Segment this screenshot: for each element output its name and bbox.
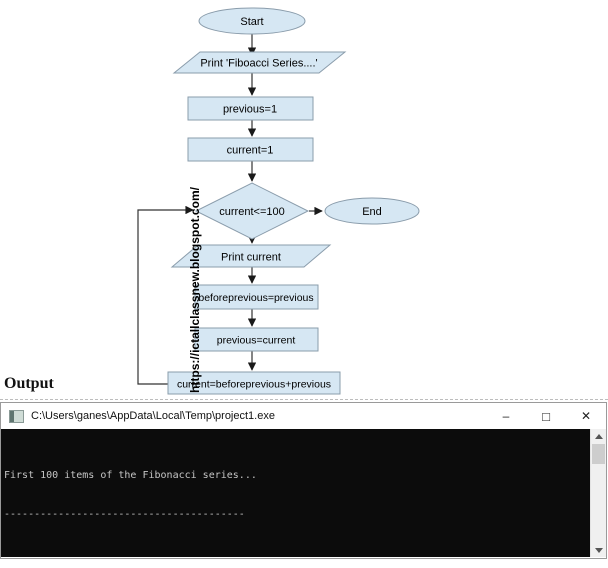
prevupdate-label: previous=current — [217, 335, 296, 347]
print-series-label: Print 'Fiboacci Series....' — [200, 58, 317, 70]
console-separator-line: ---------------------------------------- — [4, 509, 245, 520]
current-init-process — [187, 137, 314, 162]
prevupdate-process — [194, 327, 319, 352]
flow-shapes — [167, 7, 420, 395]
currupdate-process — [167, 371, 341, 395]
decision-diamond — [194, 182, 310, 240]
current-init-label: current=1 — [227, 145, 274, 157]
console-heading-line: First 100 items of the Fibonacci series.… — [4, 470, 257, 481]
close-button[interactable]: ✕ — [580, 409, 592, 423]
decision-label: current<=100 — [219, 206, 284, 218]
window-controls: – □ ✕ — [486, 403, 606, 429]
watermark-url: https://ictallclassnew.blogspot.com/ — [190, 186, 202, 393]
scroll-up-icon[interactable] — [591, 429, 606, 443]
print-current-label: Print current — [221, 252, 281, 264]
flow-labels: Start Print 'Fiboacci Series....' previo… — [177, 16, 382, 391]
previous-init-process — [187, 96, 314, 121]
console-window: C:\Users\ganes\AppData\Local\Temp\projec… — [0, 402, 607, 559]
beforeprev-process — [194, 284, 319, 310]
start-label: Start — [240, 16, 263, 28]
console-title-bar: C:\Users\ganes\AppData\Local\Temp\projec… — [1, 403, 606, 429]
start-terminator — [198, 7, 306, 35]
loop-back-connector — [137, 205, 194, 385]
output-heading: Output — [4, 375, 54, 392]
flowchart-diagram: Start Print 'Fiboacci Series....' previo… — [137, 7, 420, 395]
console-title-text: C:\Users\ganes\AppData\Local\Temp\projec… — [31, 410, 275, 422]
maximize-button[interactable]: □ — [542, 408, 550, 424]
end-label: End — [362, 206, 382, 218]
flow-connectors — [137, 34, 323, 385]
console-scrollbar[interactable] — [590, 429, 606, 557]
currupdate-label: current=beforeprevious+previous — [177, 379, 331, 391]
console-output-text: First 100 items of the Fibonacci series.… — [1, 429, 590, 557]
previous-init-label: previous=1 — [223, 104, 277, 116]
scroll-down-icon[interactable] — [591, 543, 606, 557]
beforeprev-label: beforeprevious=previous — [198, 292, 313, 304]
dashed-separator — [0, 399, 608, 400]
console-app-icon — [9, 409, 24, 423]
print-series-io — [172, 51, 347, 74]
minimize-button[interactable]: – — [502, 409, 510, 423]
scrollbar-thumb[interactable] — [592, 444, 605, 464]
console-body: First 100 items of the Fibonacci series.… — [1, 429, 606, 557]
print-current-io — [170, 244, 332, 268]
end-terminator — [324, 197, 420, 225]
